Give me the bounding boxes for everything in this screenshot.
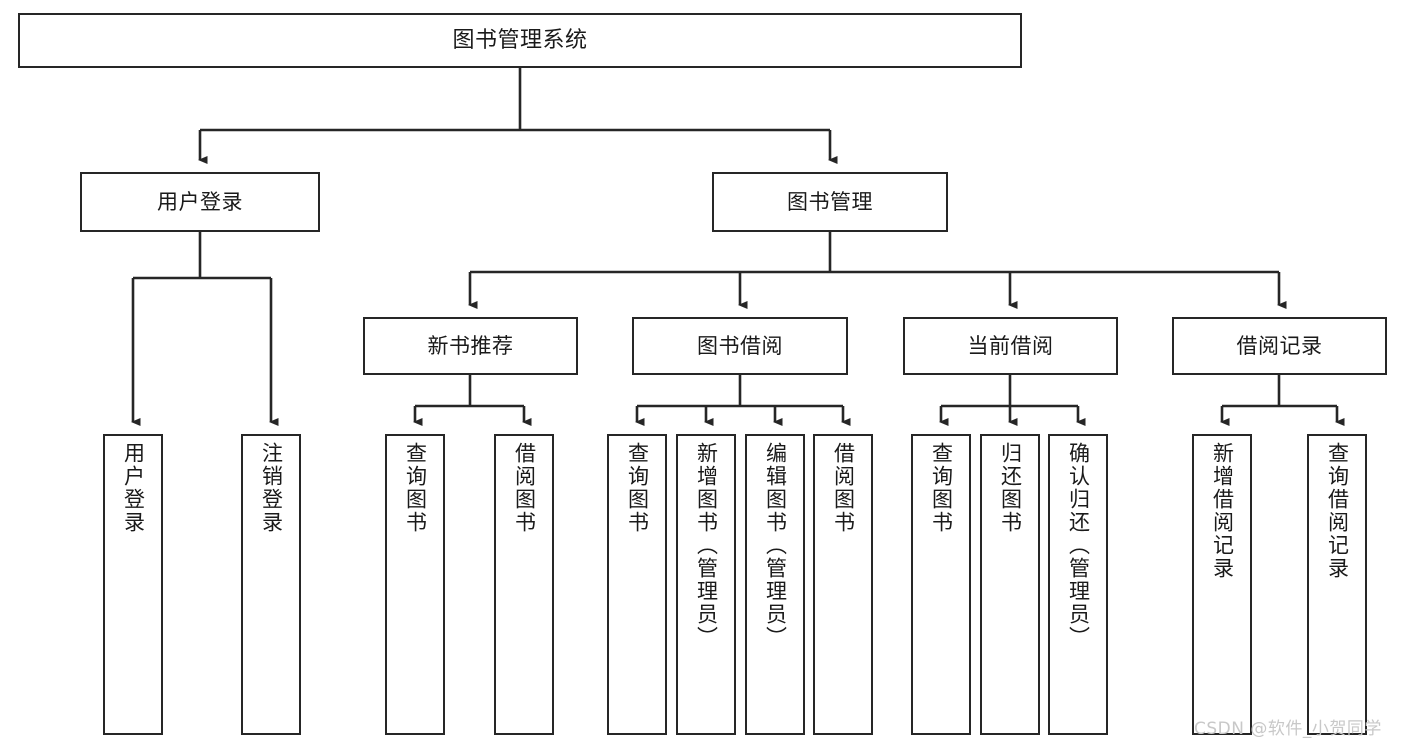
leaf-return-book[interactable]: 归还图书 [980,434,1040,735]
leaf-query-book-3-label: 查询图书 [929,442,954,534]
leaf-add-book-label: 新增图书（管理员） [694,442,719,649]
node-current-borrow-label: 当前借阅 [967,333,1054,358]
leaf-query-record-label: 查询借阅记录 [1325,442,1350,580]
leaf-borrow-book-2-label: 借阅图书 [831,442,856,534]
leaf-borrow-book-1[interactable]: 借阅图书 [494,434,554,735]
leaf-return-book-label: 归还图书 [998,442,1023,534]
leaf-confirm-return[interactable]: 确认归还（管理员） [1048,434,1108,735]
leaf-logout-login[interactable]: 注销登录 [241,434,301,735]
node-user-login-label: 用户登录 [157,189,243,214]
leaf-add-record[interactable]: 新增借阅记录 [1192,434,1252,735]
leaf-add-record-label: 新增借阅记录 [1210,442,1235,580]
node-book-borrow-label: 图书借阅 [697,333,783,358]
leaf-borrow-book-2[interactable]: 借阅图书 [813,434,873,735]
leaf-query-book-2-label: 查询图书 [625,442,650,534]
leaf-user-login-label: 用户登录 [121,442,146,534]
leaf-query-record[interactable]: 查询借阅记录 [1307,434,1367,735]
node-current-borrow[interactable]: 当前借阅 [903,317,1118,375]
leaf-user-login[interactable]: 用户登录 [103,434,163,735]
leaf-query-book-3[interactable]: 查询图书 [911,434,971,735]
leaf-add-book[interactable]: 新增图书（管理员） [676,434,736,735]
leaf-query-book-2[interactable]: 查询图书 [607,434,667,735]
node-root-label: 图书管理系统 [452,27,588,53]
node-borrow-record[interactable]: 借阅记录 [1172,317,1387,375]
node-user-login[interactable]: 用户登录 [80,172,320,232]
node-new-book-recommend-label: 新书推荐 [427,333,514,358]
node-book-manage-label: 图书管理 [787,189,873,214]
leaf-logout-login-label: 注销登录 [259,442,284,534]
leaf-confirm-return-label: 确认归还（管理员） [1066,442,1091,649]
node-borrow-record-label: 借阅记录 [1236,333,1323,358]
node-new-book-recommend[interactable]: 新书推荐 [363,317,578,375]
leaf-borrow-book-1-label: 借阅图书 [512,442,537,534]
leaf-edit-book-label: 编辑图书（管理员） [763,442,788,649]
leaf-edit-book[interactable]: 编辑图书（管理员） [745,434,805,735]
node-root[interactable]: 图书管理系统 [18,13,1022,68]
leaf-query-book-1-label: 查询图书 [403,442,428,534]
node-book-manage[interactable]: 图书管理 [712,172,948,232]
leaf-query-book-1[interactable]: 查询图书 [385,434,445,735]
node-book-borrow[interactable]: 图书借阅 [632,317,848,375]
